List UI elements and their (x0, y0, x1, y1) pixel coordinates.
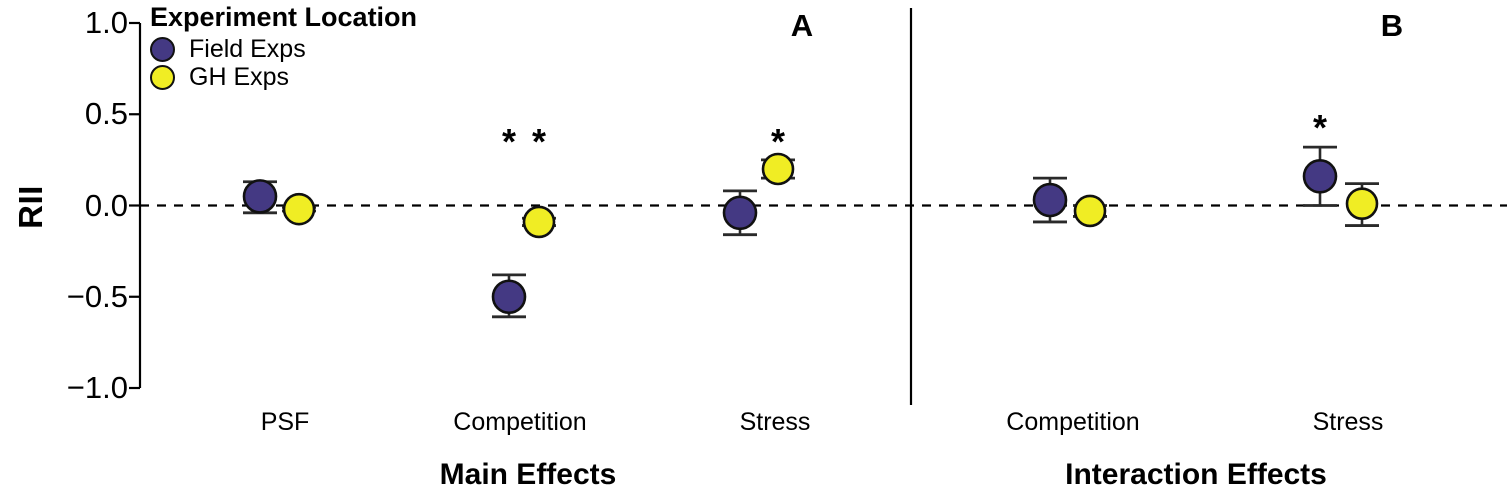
x-axis-tick-label: Competition (1006, 408, 1140, 436)
data-point-group (761, 152, 795, 186)
data-point-marker (491, 279, 527, 315)
x-axis-tick-label: Competition (453, 408, 587, 436)
x-axis-tick-label: PSF (260, 408, 310, 436)
data-point-marker (761, 152, 795, 186)
significance-star: * (1312, 107, 1328, 148)
y-axis-tick-label: −1.0 (66, 370, 128, 405)
legend-label: Field Exps (189, 34, 306, 63)
legend-swatch-icon (150, 64, 175, 90)
data-point-marker (282, 192, 316, 226)
data-point-marker (242, 179, 278, 214)
x-axis-tick-label: Stress (739, 408, 811, 436)
y-axis-tick-label: 0.5 (84, 96, 128, 132)
data-point-group (1032, 176, 1068, 224)
data-point-group (722, 189, 758, 237)
data-point-group (282, 192, 316, 226)
y-axis-tick-label: 1.0 (84, 5, 128, 40)
data-point-group (1302, 145, 1338, 207)
significance-star: * (531, 121, 547, 162)
significance-star: * (770, 121, 786, 162)
significance-star: * (501, 121, 517, 162)
data-point-marker (522, 205, 556, 239)
legend-entry[interactable]: GH Exps (150, 63, 417, 91)
data-point-group (1345, 182, 1379, 227)
data-point-group (522, 205, 556, 239)
x-axis-tick-label: Stress (1312, 408, 1384, 436)
y-axis-tick-label: −0.5 (66, 278, 128, 314)
panel-letter-b: B (1380, 8, 1404, 43)
panel-x-axis-label: Main Effects (439, 458, 617, 491)
data-point-marker (722, 195, 758, 231)
panel-letter-a: A (790, 8, 814, 43)
data-point-marker (1073, 194, 1107, 228)
data-point-marker (1345, 187, 1379, 220)
data-point-group (242, 179, 278, 215)
y-axis-tick-label: 0.0 (84, 187, 128, 223)
legend-entry[interactable]: Field Exps (150, 35, 417, 63)
data-point-group (491, 273, 527, 319)
panel-x-axis-label: Interaction Effects (1065, 458, 1327, 491)
legend-swatch-icon (150, 36, 175, 62)
legend-title: Experiment Location (150, 2, 418, 32)
data-point-marker (1032, 182, 1068, 218)
data-point-group (1073, 194, 1107, 228)
legend-label: GH Exps (189, 62, 290, 91)
data-point-marker (1302, 159, 1338, 194)
